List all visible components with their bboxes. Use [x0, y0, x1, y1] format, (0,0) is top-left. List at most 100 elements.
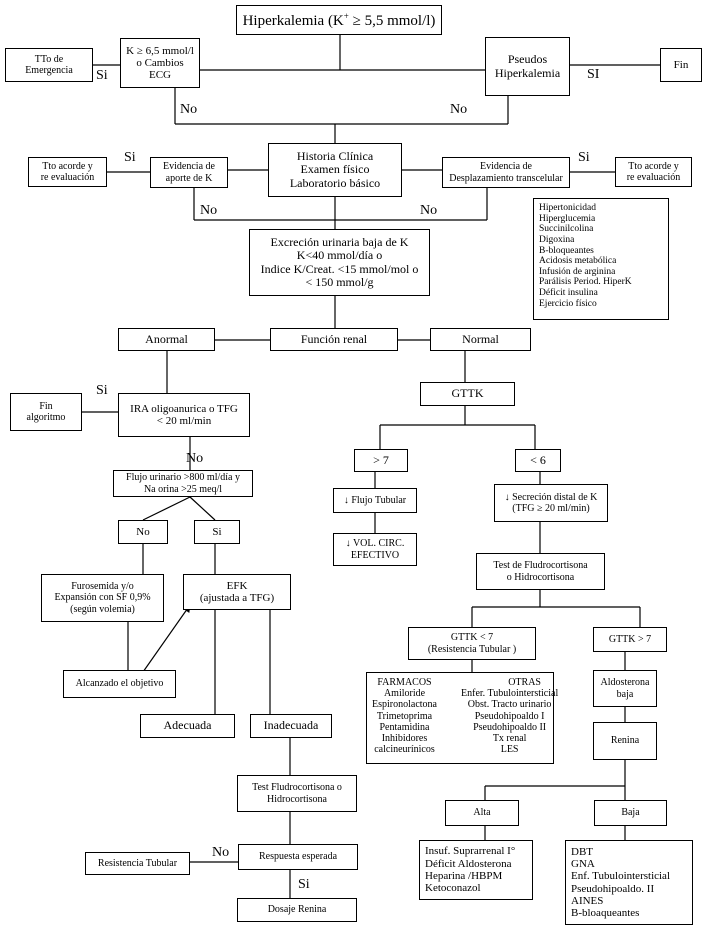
- fin-box: Fin: [660, 48, 702, 82]
- anormal-text: Anormal: [145, 331, 188, 346]
- excrecion-line-1: Excreción urinaria baja de K: [270, 234, 409, 249]
- inadecuada-box: Inadecuada: [250, 714, 332, 738]
- flujo-tubular-box: ↓ Flujo Tubular: [333, 488, 417, 513]
- inadecuada-text: Inadecuada: [263, 718, 319, 733]
- no-label-pseudo: No: [450, 102, 468, 117]
- otras-item: Pseudohipoaldo I: [474, 710, 545, 722]
- resistencia-tubular-box: Resistencia Tubular: [85, 852, 190, 875]
- gttk-lt7-line-2: (Resistencia Tubular ): [427, 643, 517, 655]
- resistencia-tubular-text: Resistencia Tubular: [97, 857, 178, 869]
- excrecion-urinaria-box: Excreción urinaria baja de K K<40 mmol/d…: [249, 229, 430, 296]
- historia-clinica-box: Historia Clínica Examen físico Laborator…: [268, 143, 402, 197]
- furosemida-line-1: Furosemida y/o: [71, 581, 134, 593]
- normal-box: Normal: [430, 328, 531, 351]
- furosemida-line-3: (según volemia): [70, 603, 135, 615]
- causa-baja-item: Pseudohipoaldo. II: [571, 882, 655, 895]
- furosemida-line-2: Expansión con SF 0,9%: [54, 592, 151, 604]
- si-label-pseudo: SI: [587, 67, 600, 82]
- causa-alta-item: Ketoconazol: [425, 882, 481, 895]
- excrecion-line-4: < 150 mmol/g: [305, 274, 374, 289]
- respuesta-text: Respuesta esperada: [258, 851, 338, 863]
- criterio-k-line-2: o Cambios: [136, 56, 184, 69]
- funcion-renal-text: Función renal: [300, 331, 368, 346]
- gttk-gt7-box: GTTK > 7: [593, 627, 667, 652]
- evidencia-aporte-box: Evidencia de aporte de K: [150, 157, 228, 188]
- no-box-text: No: [136, 525, 150, 538]
- no-label-criterio: No: [180, 102, 198, 117]
- causa-baja-item: B-bloaqueantes: [571, 907, 640, 920]
- furosemida-box: Furosemida y/o Expansión con SF 0,9% (se…: [41, 574, 164, 622]
- gt7-text: > 7: [373, 452, 389, 467]
- otras-item: LES: [500, 744, 519, 756]
- vol-circ-line-2: EFECTIVO: [350, 549, 400, 561]
- tto-acorde-left-line-2: re evaluación: [40, 172, 95, 183]
- causas-desplazamiento-box: Hipertonicidad Hiperglucemia Succinilcol…: [533, 198, 669, 320]
- tto-acorde-right-line-1: Tto acorde y: [628, 160, 679, 172]
- otras-item: Obst. Tracto urinario: [467, 699, 552, 711]
- no-label-respuesta: No: [212, 845, 230, 860]
- causa-item: Succinilcolina: [539, 224, 594, 235]
- excrecion-line-2: K<40 mmol/día o: [296, 248, 383, 263]
- gttk-gt7-text: GTTK > 7: [608, 633, 652, 645]
- causa-item: Ejercicio físico: [539, 298, 597, 309]
- test-fludro-left-box: Test Fludrocortisona o Hidrocortisona: [237, 775, 357, 812]
- test-fludro-right-line-1: Test de Fludrocortisona: [493, 560, 588, 572]
- causa-item: Parálisis Period. HiperK: [539, 277, 632, 288]
- desplazamiento-line-2: Desplazamiento transcelular: [449, 172, 563, 184]
- aldosterona-line-2: baja: [616, 688, 634, 700]
- criterio-k-line-3: ECG: [149, 69, 171, 82]
- causa-item: Digoxina: [539, 234, 575, 245]
- test-fludro-left-line-2: Hidrocortisona: [267, 793, 327, 805]
- causa-item: Acidosis metabólica: [539, 256, 617, 267]
- test-fludro-right-box: Test de Fludrocortisona o Hidrocortisona: [476, 553, 605, 590]
- flujo-urinario-line-1: Flujo urinario >800 ml/día y: [126, 472, 240, 484]
- farmacos-header: FARMACOS: [377, 677, 432, 688]
- alcanzado-text: Alcanzado el objetivo: [75, 678, 164, 690]
- pseudo-line-1: Pseudos: [507, 52, 548, 67]
- excrecion-line-3: Indice K/Creat. <15 mmol/mol o: [260, 261, 419, 276]
- flujo-urinario-line-2: Na orina >25 meq/l: [143, 483, 223, 495]
- flujo-urinario-box: Flujo urinario >800 ml/día y Na orina >2…: [113, 470, 253, 497]
- ira-line-2: < 20 ml/min: [156, 415, 212, 427]
- desplazamiento-line-1: Evidencia de: [480, 161, 532, 173]
- historia-line-2: Examen físico: [300, 162, 370, 177]
- secrecion-line-1: ↓ Secreción distal de K: [504, 491, 598, 503]
- causa-alta-item: Heparina /HBPM: [425, 870, 503, 882]
- secrecion-line-2: (TFG ≥ 20 ml/min): [512, 503, 590, 514]
- causa-item: Déficit insulina: [539, 288, 598, 298]
- historia-line-3: Laboratorio básico: [289, 175, 381, 190]
- flujo-tubular-text: ↓ Flujo Tubular: [343, 494, 407, 506]
- tto-emergencia-line-1: TTo de: [34, 53, 64, 65]
- gt7-box: > 7: [354, 449, 408, 472]
- alta-text: Alta: [473, 807, 491, 819]
- farmaco-item: Trimetoprima: [376, 710, 433, 722]
- aldosterona-line-1: Aldosterona: [600, 677, 650, 689]
- pseudo-hiperkalemia-box: Pseudos Hiperkalemia: [485, 37, 570, 96]
- gttk-lt7-line-1: GTTK < 7: [450, 632, 494, 644]
- causa-item: Hipertonicidad: [539, 203, 596, 213]
- farmaco-item: Amiloride: [383, 688, 426, 700]
- otras-column: OTRAS Enfer. Tubulointersticial Obst. Tr…: [461, 677, 558, 755]
- no-box: No: [118, 520, 168, 544]
- criterio-k-line-1: K ≥ 6,5 mmol/l: [126, 44, 194, 57]
- dosaje-renina-box: Dosaje Renina: [237, 898, 357, 922]
- baja-text: Baja: [621, 807, 640, 819]
- tto-acorde-left-box: Tto acorde y re evaluación: [28, 157, 107, 187]
- farmaco-item: Inhibidores: [381, 732, 428, 744]
- normal-text: Normal: [462, 331, 499, 346]
- farmaco-item: Espironolactona: [372, 699, 437, 711]
- farmaco-item: calcineurínicos: [374, 744, 435, 756]
- funcion-renal-box: Función renal: [270, 328, 398, 351]
- farmacos-otras-box: FARMACOS Amiloride Espironolactona Trime…: [366, 672, 558, 764]
- lt6-box: < 6: [515, 449, 561, 472]
- tto-emergencia-box: TTo de Emergencia: [5, 48, 93, 82]
- efk-line-1: EFK: [226, 579, 248, 592]
- gttk-text: GTTK: [451, 386, 484, 401]
- title-text: Hiperkalemia (K+ ≥ 5,5 mmol/l): [242, 10, 436, 29]
- respuesta-esperada-box: Respuesta esperada: [238, 844, 358, 870]
- farmaco-item: Pentamidina: [379, 721, 430, 733]
- otras-item: Tx renal: [492, 732, 527, 744]
- lt6-text: < 6: [530, 452, 546, 467]
- alcanzado-objetivo-box: Alcanzado el objetivo: [63, 670, 176, 698]
- title-box: Hiperkalemia (K+ ≥ 5,5 mmol/l): [236, 5, 442, 35]
